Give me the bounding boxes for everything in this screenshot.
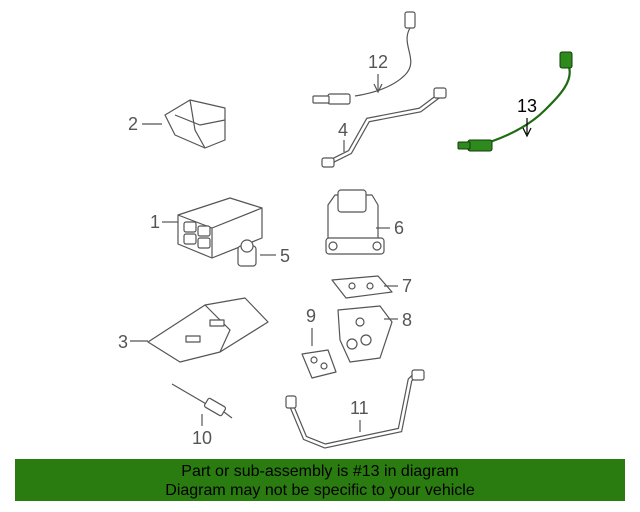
svg-text:7: 7: [402, 276, 412, 296]
svg-text:2: 2: [128, 114, 138, 134]
part-6-egr-valve: [325, 189, 385, 255]
part-2-bracket: [164, 99, 226, 149]
part-4-egr-tube: [321, 87, 447, 168]
part-8-adapter: [337, 305, 393, 363]
svg-text:4: 4: [338, 120, 348, 140]
callout-2: 2: [128, 114, 162, 134]
part-1-canister: [177, 197, 263, 259]
svg-text:11: 11: [350, 398, 369, 418]
callout-11: 11: [350, 398, 369, 432]
callout-9: 9: [306, 306, 316, 346]
callout-5: 5: [260, 246, 290, 266]
svg-text:12: 12: [368, 52, 388, 72]
part-13-oxygen-sensor-highlighted: [457, 51, 573, 152]
part-11-hose: [285, 369, 425, 449]
svg-text:13: 13: [517, 96, 537, 116]
callout-10: 10: [192, 414, 212, 448]
callout-4: 4: [338, 120, 348, 152]
svg-text:3: 3: [118, 332, 128, 352]
banner-line-1: Part or sub-assembly is #13 in diagram: [181, 463, 459, 480]
callout-12: 12: [368, 52, 388, 94]
svg-text:5: 5: [280, 246, 290, 266]
part-7-gasket: [331, 275, 393, 299]
svg-text:10: 10: [192, 428, 212, 448]
part-3-tray: [147, 297, 269, 363]
svg-text:1: 1: [150, 212, 160, 232]
callout-13: 13: [517, 96, 537, 138]
part-10-probe: [171, 383, 233, 419]
callout-3: 3: [118, 332, 148, 352]
part-9-gasket: [301, 349, 337, 379]
svg-text:6: 6: [394, 218, 404, 238]
svg-text:9: 9: [306, 306, 316, 326]
info-banner: Part or sub-assembly is #13 in diagram D…: [15, 459, 625, 501]
banner-line-2: Diagram may not be specific to your vehi…: [165, 482, 475, 499]
svg-text:8: 8: [402, 310, 412, 330]
part-12-oxygen-sensor: [312, 11, 416, 105]
callout-8: 8: [384, 310, 412, 330]
callout-6: 6: [376, 218, 404, 238]
callout-7: 7: [384, 276, 412, 296]
callout-1: 1: [150, 212, 178, 232]
parts-diagram: 12 4 13 2: [118, 11, 573, 449]
part-5-valve: [237, 239, 257, 267]
